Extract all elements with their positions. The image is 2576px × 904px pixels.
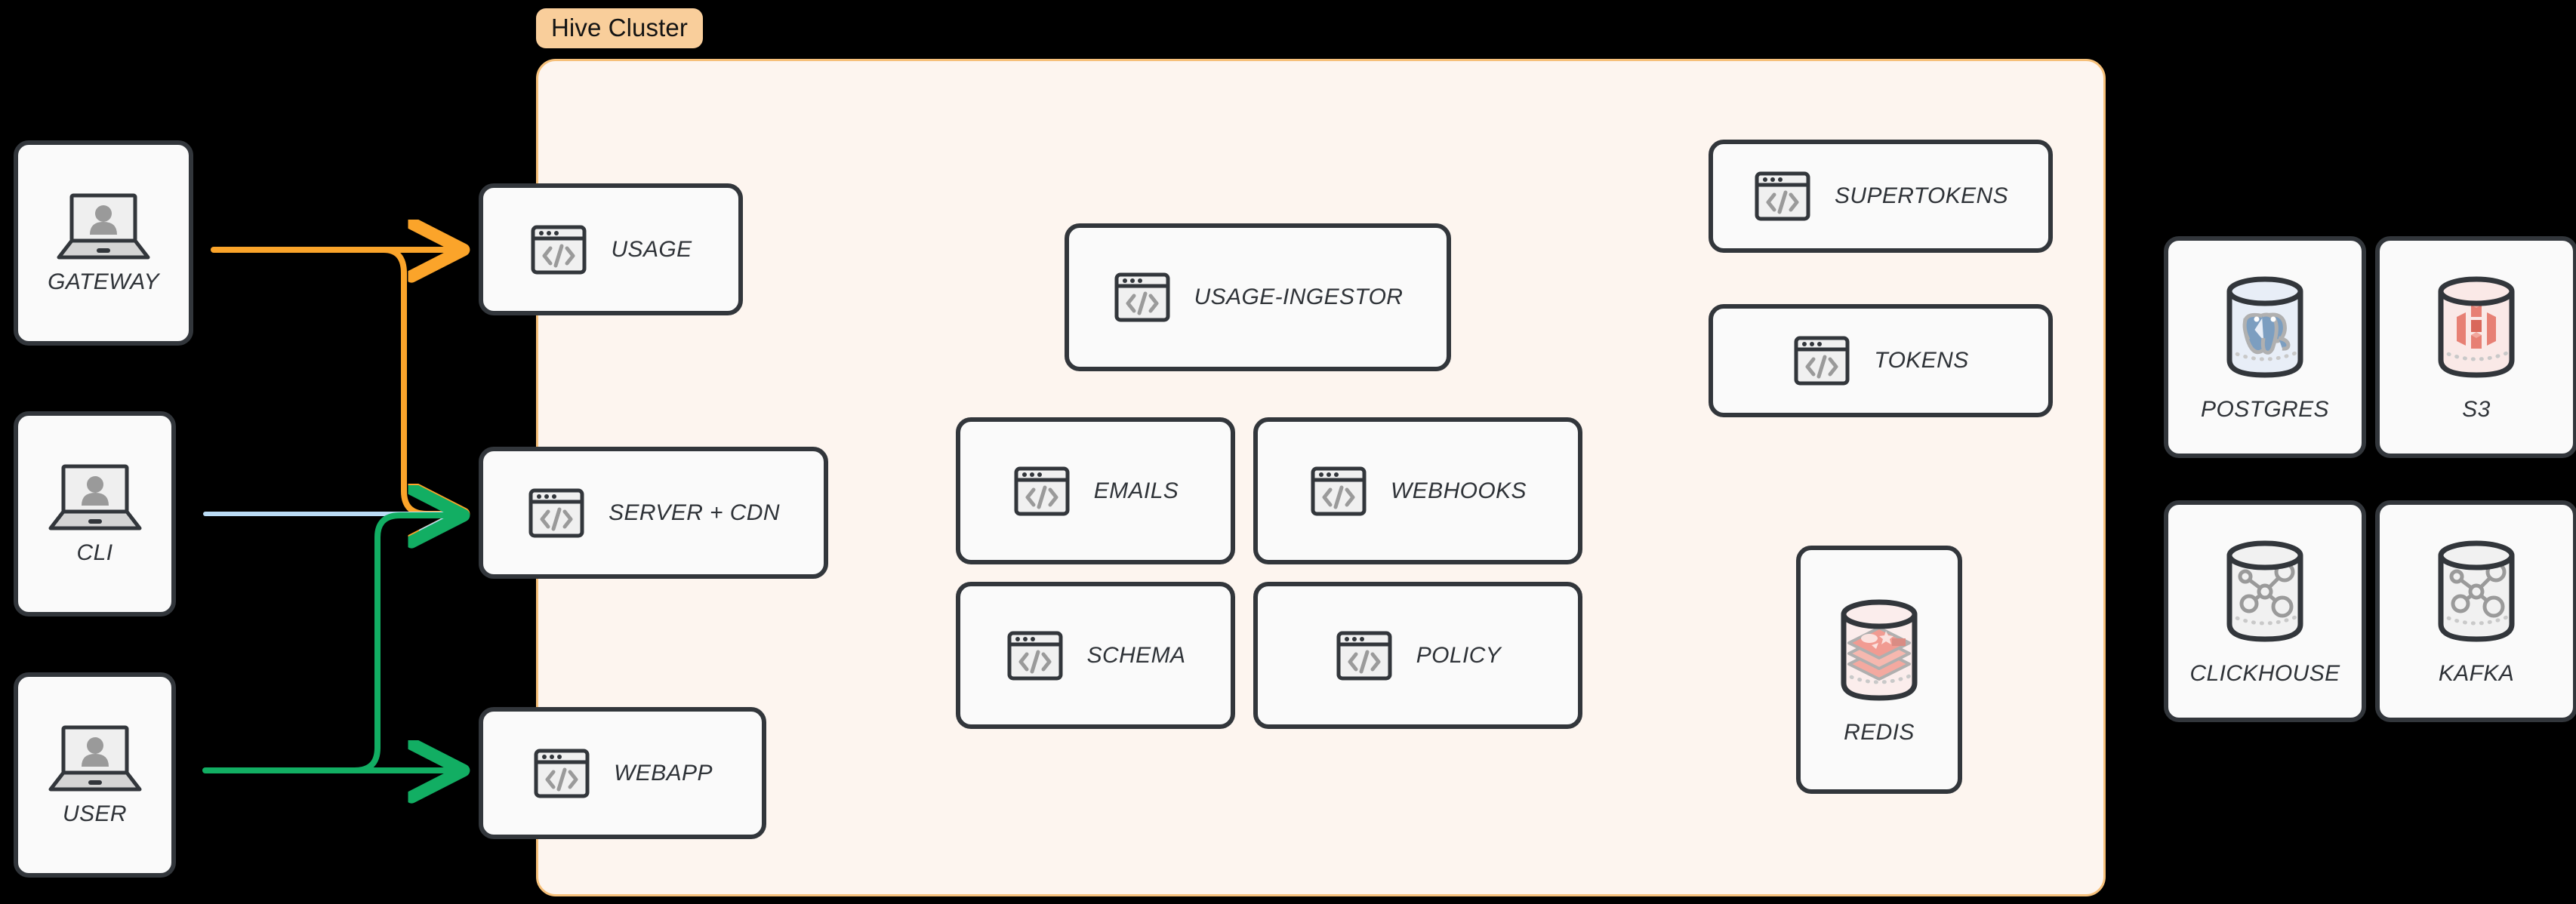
service-label: EMAILS — [1093, 478, 1179, 503]
datastore-label: REDIS — [1844, 719, 1915, 745]
code-window-icon — [527, 484, 586, 543]
service-card-webhooks[interactable]: WEBHOOKS — [1253, 417, 1582, 564]
redis-cylinder-icon — [1830, 595, 1928, 708]
network-cylinder-icon — [2427, 536, 2525, 649]
service-label: SCHEMA — [1086, 642, 1186, 668]
code-window-icon — [1309, 462, 1368, 521]
client-label: USER — [63, 801, 127, 826]
service-card-usage[interactable]: USAGE — [479, 183, 743, 315]
datastore-label: KAFKA — [2438, 661, 2515, 686]
hive-cluster-badge: Hive Cluster — [536, 8, 703, 48]
postgres-cylinder-icon — [2216, 272, 2314, 385]
datastore-label: POSTGRES — [2201, 397, 2329, 422]
service-label: SERVER + CDN — [609, 500, 780, 525]
client-label: CLI — [76, 540, 113, 565]
service-card-schema[interactable]: SCHEMA — [956, 582, 1235, 729]
datastore-card-clickhouse[interactable]: CLICKHOUSE — [2164, 500, 2366, 722]
datastore-card-s3[interactable]: S3 — [2375, 236, 2576, 458]
service-label: USAGE — [611, 236, 692, 262]
client-card-gateway[interactable]: GATEWAY — [14, 140, 193, 346]
s3-cylinder-icon — [2427, 272, 2525, 385]
service-card-webapp[interactable]: WEBAPP — [479, 707, 766, 839]
laptop-user-icon — [56, 191, 151, 263]
connector-gateway-server — [383, 247, 451, 514]
service-card-supertokens[interactable]: SUPERTOKENS — [1709, 140, 2053, 253]
code-window-icon — [1792, 331, 1851, 390]
service-card-policy[interactable]: POLICY — [1253, 582, 1582, 729]
laptop-user-icon — [48, 723, 143, 795]
service-card-tokens[interactable]: TOKENS — [1709, 304, 2053, 417]
service-label: SUPERTOKENS — [1834, 183, 2009, 208]
laptop-user-icon — [48, 462, 143, 534]
client-card-user[interactable]: USER — [14, 672, 176, 878]
connector-user-server — [352, 515, 451, 773]
code-window-icon — [1012, 462, 1071, 521]
datastore-card-postgres[interactable]: POSTGRES — [2164, 236, 2366, 458]
datastore-card-kafka[interactable]: KAFKA — [2375, 500, 2576, 722]
datastore-label: CLICKHOUSE — [2189, 661, 2340, 686]
code-window-icon — [1753, 167, 1812, 226]
service-label: WEBHOOKS — [1391, 478, 1527, 503]
client-card-cli[interactable]: CLI — [14, 411, 176, 617]
code-window-icon — [532, 744, 591, 803]
code-window-icon — [1113, 268, 1172, 327]
service-card-usage-ingestor[interactable]: USAGE-INGESTOR — [1065, 223, 1451, 371]
service-card-emails[interactable]: EMAILS — [956, 417, 1235, 564]
service-label: POLICY — [1416, 642, 1502, 668]
code-window-icon — [1335, 626, 1394, 685]
code-window-icon — [1006, 626, 1065, 685]
client-label: GATEWAY — [48, 269, 159, 294]
service-label: WEBAPP — [614, 760, 713, 786]
service-card-server-cdn[interactable]: SERVER + CDN — [479, 447, 828, 579]
datastore-card-redis[interactable]: REDIS — [1796, 546, 1962, 794]
service-label: TOKENS — [1874, 348, 1969, 373]
datastore-label: S3 — [2462, 397, 2491, 422]
network-cylinder-icon — [2216, 536, 2314, 649]
service-label: USAGE-INGESTOR — [1194, 284, 1404, 309]
code-window-icon — [529, 220, 588, 279]
